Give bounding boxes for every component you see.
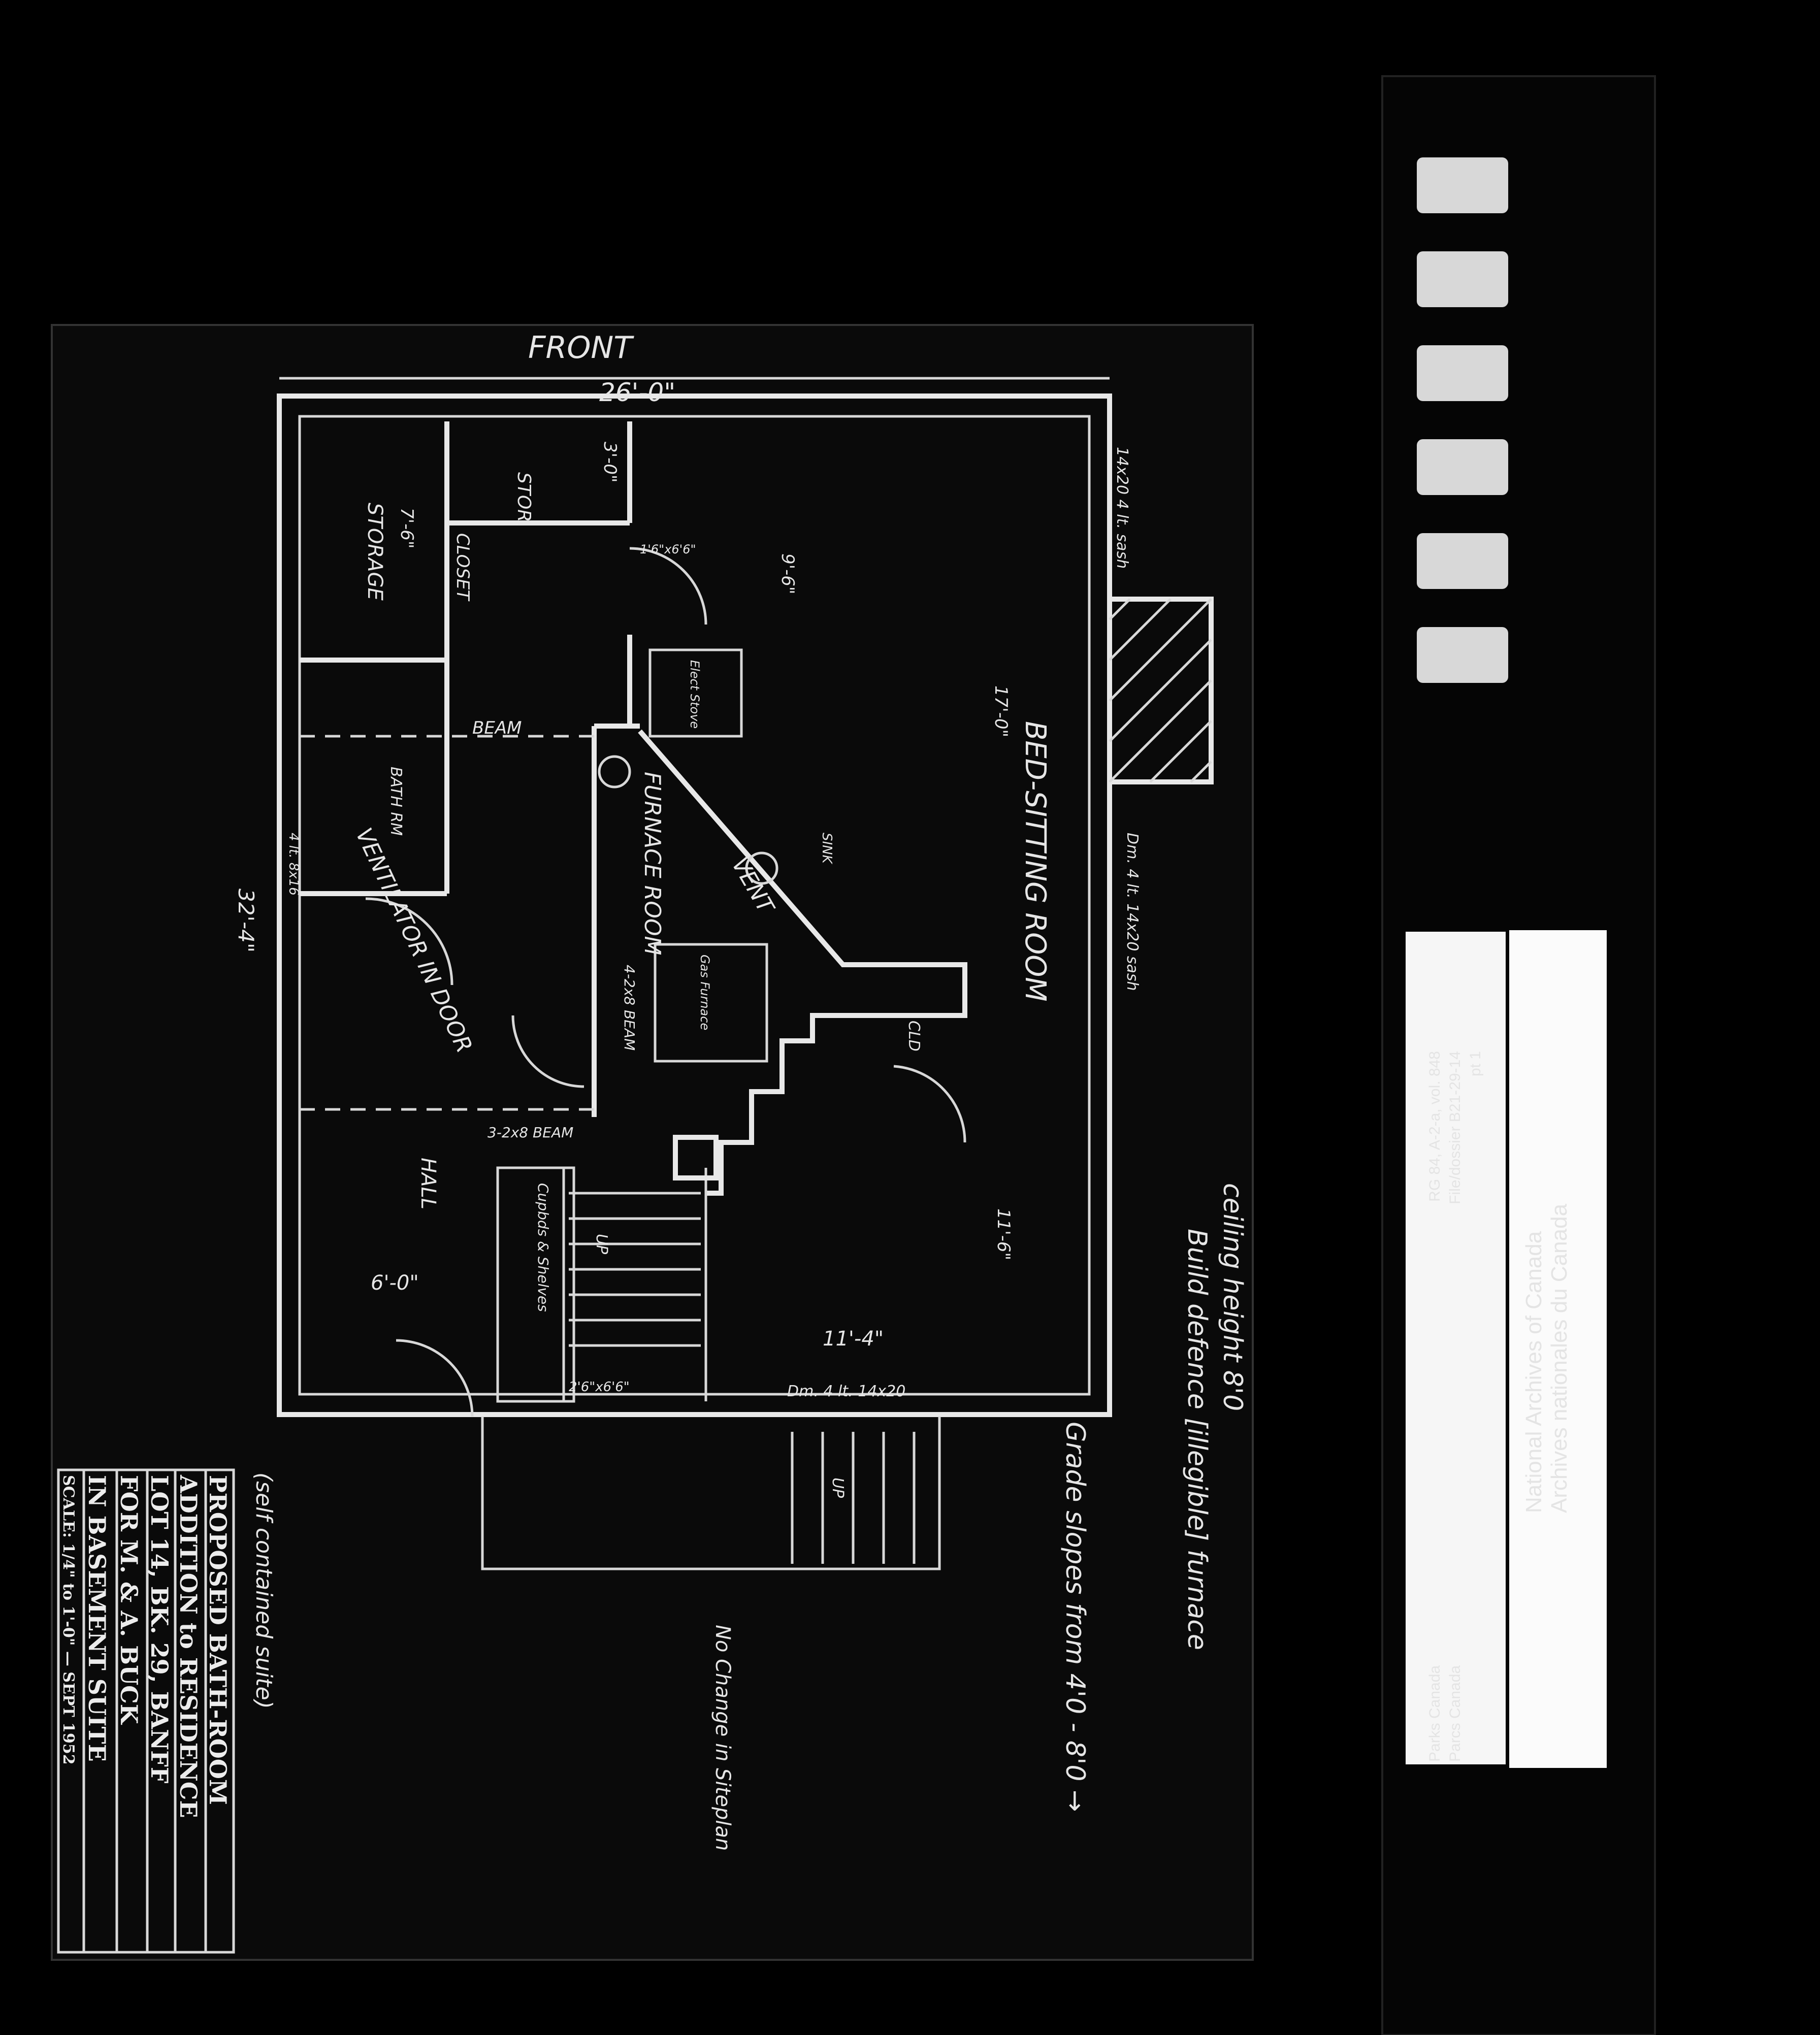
cupboards-label: Cupbds & Shelves <box>535 1183 551 1312</box>
ceiling-note: ceiling height 8'0 <box>1217 1183 1248 1411</box>
furnace-room-label: FURNACE ROOM <box>639 772 665 955</box>
door-size-note-2: 1'6"x6'6" <box>640 542 696 556</box>
closet-label: CLOSET <box>452 533 473 601</box>
archive-side: Parcs Canada <box>1447 1665 1464 1762</box>
archive-name-en: National Archives of Canada <box>1521 1231 1546 1513</box>
dim-11-4: 11'-4" <box>823 1327 884 1351</box>
archive-ref: pt 1 <box>1467 1051 1484 1076</box>
room-labels: STORAGE 7'-6" STOR. 3'-0" CLOSET BATH RM… <box>363 442 1052 1312</box>
beam-note: BEAM <box>472 718 522 738</box>
storage-label: STORAGE <box>363 503 386 601</box>
archive-name-fr: Archives nationales du Canada <box>1547 1203 1572 1513</box>
blueprint-sheet <box>51 324 1254 1961</box>
bath-label: BATH RM <box>387 767 405 836</box>
stor-label: STOR. <box>513 472 534 528</box>
title-block: (self contained suite) PROPOSED BATH-ROO… <box>57 1468 277 1954</box>
stove-label: Elect Stove <box>688 660 702 729</box>
window-note-right: Dm. 4 lt. 14x20 sash <box>1123 833 1141 991</box>
grade-note: Grade slopes from 4'0 - 8'0 → <box>1060 1422 1090 1812</box>
film-frame-markers <box>1417 157 1508 683</box>
stor-dimension: 3'-0" <box>600 442 620 483</box>
title-line: PROPOSED BATH-ROOM <box>204 1475 232 1805</box>
handwritten-notes: ceiling height 8'0 Build defence [illegi… <box>711 1183 1248 1851</box>
door-size-note: 2'6"x6'6" <box>569 1380 630 1395</box>
window-note-left: 4 lt. 8x16 <box>286 833 301 896</box>
sink-label: SINK <box>819 833 834 865</box>
gas-furnace-label: Gas Furnace <box>698 955 712 1030</box>
title-line: ADDITION to RESIDENCE <box>175 1474 202 1818</box>
bed-sitting-room-label: BED-SITTING ROOM <box>1019 721 1052 1002</box>
depth-dimension: 32'-4" <box>234 889 258 953</box>
scale-line: SCALE: 1/4" to 1'-0" — SEPT 1952 <box>59 1475 77 1765</box>
window-note-bottom: Dm. 4 lt. 14x20 <box>787 1383 905 1400</box>
storage-dimension: 7'-6" <box>397 508 417 549</box>
title-line: IN BASEMENT SUITE <box>83 1475 111 1762</box>
beam-2x8-note: 3-2x8 BEAM <box>488 1124 573 1141</box>
front-label: FRONT <box>528 330 634 366</box>
floor-plan <box>277 377 1214 1570</box>
beam-4-note: 4-2x8 BEAM <box>621 965 638 1051</box>
build-note: Build defence [illegible] furnace <box>1182 1229 1212 1650</box>
no-change-note: No Change in Siteplan <box>711 1625 734 1851</box>
hall-label: HALL <box>416 1158 440 1209</box>
dim-11-6: 11'-6" <box>993 1208 1014 1260</box>
width-dimension: 26'-0" <box>599 378 675 407</box>
title-line: LOT 14, BK. 29, BANFF <box>146 1475 173 1784</box>
title-note: (self contained suite) <box>251 1472 277 1709</box>
rear-stair-up-note: UP <box>829 1478 847 1498</box>
dim-6: 6'-0" <box>371 1271 419 1295</box>
archive-ref: File/dossier B21-29-14 <box>1447 1051 1464 1204</box>
title-line: FOR M. & A. BUCK <box>115 1475 143 1725</box>
archive-label: RG 84, A-2-a, vol. 848 File/dossier B21-… <box>1406 930 1607 1768</box>
stair-up-note: UP <box>593 1234 610 1255</box>
dim-9: 9'-6" <box>777 553 798 595</box>
window-note-top: 14x20 4 lt. sash <box>1113 447 1131 569</box>
dim-17: 17'-0" <box>991 685 1011 737</box>
cld-label: CLD <box>905 1021 923 1052</box>
archive-side: Parks Canada <box>1426 1665 1443 1762</box>
archive-ref: RG 84, A-2-a, vol. 848 <box>1426 1051 1443 1202</box>
